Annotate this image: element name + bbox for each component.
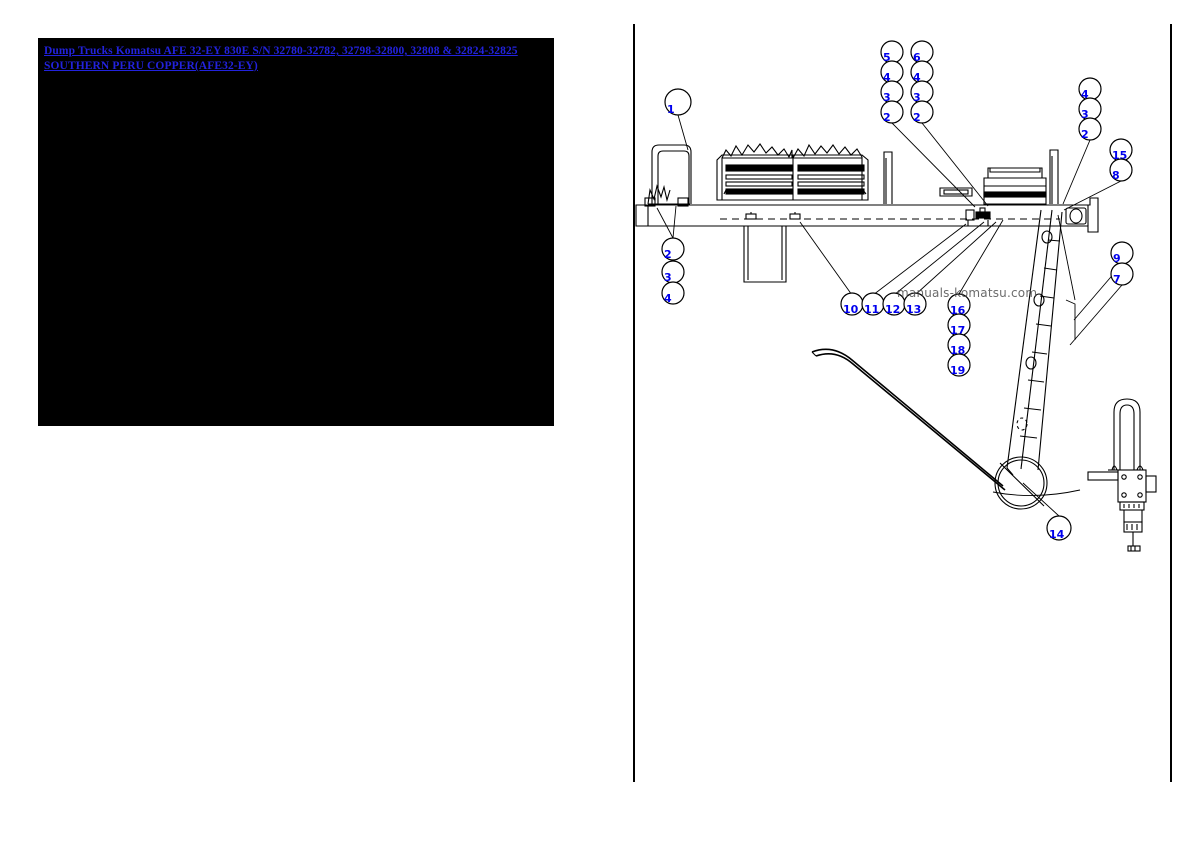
balloon-2d-circle[interactable]: [661, 237, 685, 261]
balloon-2d-label: 2: [664, 248, 672, 261]
diagonal-ladder-arm: [1006, 209, 1076, 471]
balloon-8-label: 8: [1112, 169, 1120, 182]
balloon-2c-label: 2: [1081, 128, 1089, 141]
balloon-10-label: 10: [843, 303, 859, 316]
balloon-group-center-row: 10 11 12 13: [840, 292, 927, 316]
right-equipment-module: [939, 167, 1047, 205]
title-line-2: SOUTHERN PERU COPPER(AFE32-EY): [44, 60, 258, 72]
balloon-3b-label: 3: [913, 91, 921, 104]
deck-hardware: [965, 207, 991, 226]
balloon-14-label: 14: [1049, 528, 1065, 541]
balloon-8-circle[interactable]: [1109, 158, 1133, 182]
balloon-2b-circle[interactable]: [910, 100, 934, 124]
watermark-text: manuals-komatsu.com: [897, 286, 1038, 300]
balloon-group-right-pair-9-7: 97: [1110, 241, 1134, 286]
balloon-4c-label: 4: [1081, 88, 1089, 101]
balloon-1-label: 1: [667, 103, 675, 116]
balloon-group-upper-right-stack: 4 3 2: [1078, 77, 1102, 141]
title-line-1: Dump Trucks Komatsu AFE 32-EY 830E S/N 3…: [44, 45, 518, 57]
pivot-drum: [992, 456, 1081, 510]
balloon-14-circle[interactable]: [1046, 515, 1072, 541]
radiator-modules: [716, 143, 869, 201]
hydraulic-cylinder-assembly: [1087, 398, 1157, 552]
chassis-deck: [635, 197, 1099, 233]
balloon-group-left-lower-stack: 2 3 4: [661, 237, 685, 305]
document-title-link[interactable]: Dump Trucks Komatsu AFE 32-EY 830E S/N 3…: [44, 44, 544, 74]
balloon-4b-label: 4: [913, 71, 921, 84]
deck-posts: [883, 149, 1059, 204]
balloon-group-bottom-cylinder-callout: 14: [1046, 515, 1072, 541]
balloon-5-label: 5: [883, 51, 891, 64]
balloon-2c-circle[interactable]: [1078, 117, 1102, 141]
hydraulic-hose: [811, 348, 1006, 491]
thumbnail-placeholder: Dump Trucks Komatsu AFE 32-EY 830E S/N 3…: [38, 38, 554, 426]
balloon-7-circle[interactable]: [1110, 262, 1134, 286]
balloon-1-circle[interactable]: [664, 88, 692, 116]
balloon-6-label: 6: [913, 51, 921, 64]
balloon-4d-label: 4: [664, 292, 672, 305]
balloon-group-upper-left-hood-callout: 1: [664, 88, 692, 116]
balloon-4d-circle[interactable]: [661, 281, 685, 305]
balloon-3c-label: 3: [1081, 108, 1089, 121]
balloon-3d-label: 3: [664, 271, 672, 284]
leader-lines: [656, 114, 1123, 517]
balloon-group-upper-center-stack-left: 5 4 3 2: [880, 40, 904, 124]
left-handrail-assembly: [644, 144, 692, 207]
deck-centerline: [720, 212, 1060, 220]
balloon-2-circle[interactable]: [880, 100, 904, 124]
balloon-11-label: 11: [864, 303, 879, 316]
balloon-9-label: 9: [1113, 252, 1121, 265]
lower-left-box: [743, 226, 787, 283]
balloon-13-circle[interactable]: [903, 292, 927, 316]
balloon-2-label: 2: [883, 111, 891, 124]
balloon-2b-label: 2: [913, 111, 921, 124]
balloon-group-upper-center-stack-right: 6 4 3 2: [910, 40, 934, 124]
balloon-3-label: 3: [883, 91, 891, 104]
balloon-12-label: 12: [885, 303, 900, 316]
balloon-13-label: 13: [906, 303, 921, 316]
balloon-4-label: 4: [883, 71, 891, 84]
balloon-19-label: 19: [950, 364, 965, 377]
balloon-7-label: 7: [1113, 273, 1121, 286]
balloon-group-right-pair-15-8: 158: [1109, 138, 1133, 182]
balloon-19-circle[interactable]: [947, 353, 971, 377]
